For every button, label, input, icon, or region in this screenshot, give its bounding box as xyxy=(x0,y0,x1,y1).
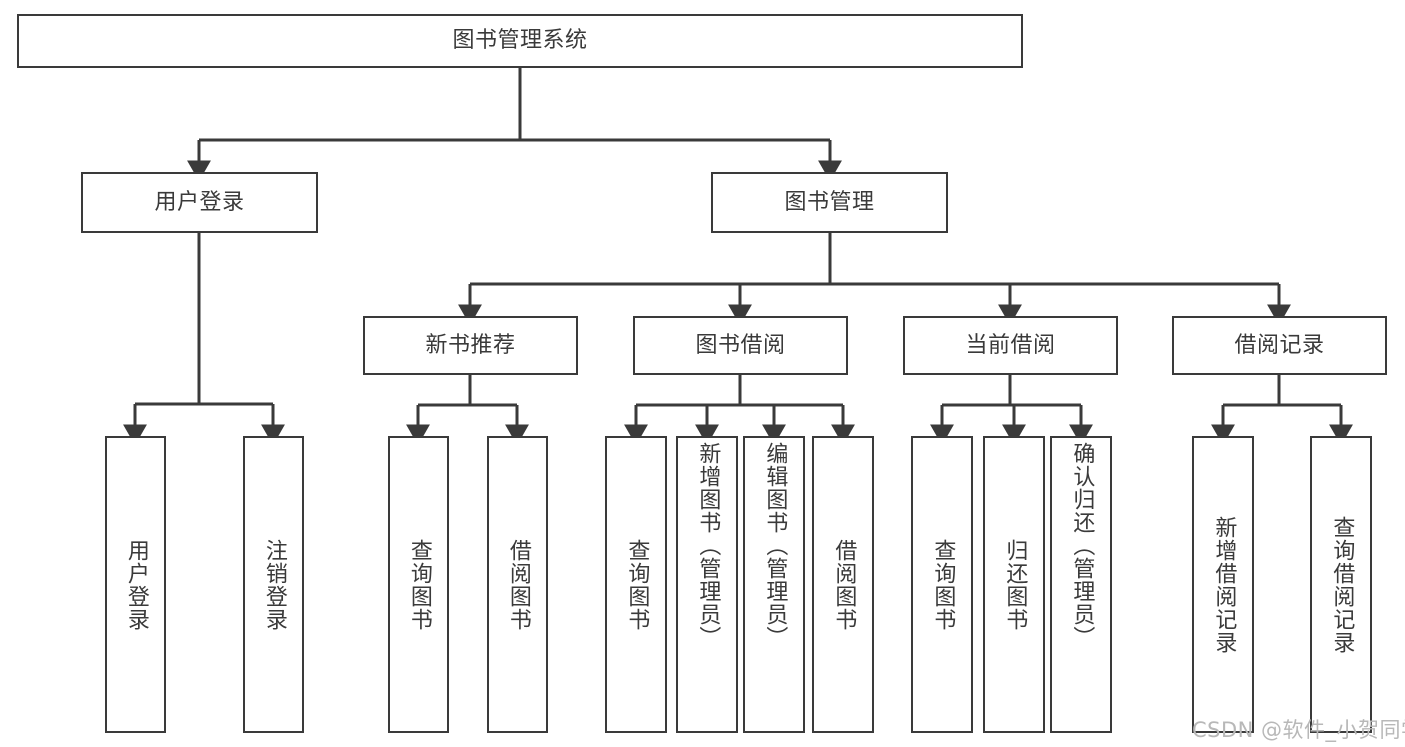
node-borrowing-records[interactable]: 借阅记录 xyxy=(1172,316,1387,375)
node-label: 查询图书 xyxy=(930,538,956,631)
node-leaf-user-logout[interactable]: 注销登录 xyxy=(243,436,304,733)
node-label: 图书管理系统 xyxy=(452,28,588,53)
node-label: 新增借阅记录 xyxy=(1211,515,1237,654)
node-book-borrowing[interactable]: 图书借阅 xyxy=(633,316,848,375)
node-leaf-return-book[interactable]: 归还图书 xyxy=(983,436,1045,733)
node-leaf-edit-book-admin[interactable]: 编辑图书（管理员） xyxy=(743,436,805,733)
node-label: 用户登录 xyxy=(154,189,245,215)
node-new-book-recommendation[interactable]: 新书推荐 xyxy=(363,316,578,375)
node-label: 用户登录 xyxy=(123,538,149,631)
node-root-book-management-system[interactable]: 图书管理系统 xyxy=(17,14,1023,68)
node-label: 确认归还（管理员） xyxy=(1069,442,1095,649)
node-label: 查询图书 xyxy=(406,538,432,631)
csdn-watermark: CSDN @软件_小贺同学 xyxy=(1192,718,1405,742)
node-label: 编辑图书（管理员） xyxy=(762,442,788,649)
node-label: 借阅记录 xyxy=(1234,332,1325,358)
node-current-borrowing[interactable]: 当前借阅 xyxy=(903,316,1118,375)
node-leaf-query-book-current[interactable]: 查询图书 xyxy=(911,436,973,733)
node-label: 查询借阅记录 xyxy=(1329,515,1355,654)
node-label: 新书推荐 xyxy=(425,332,516,358)
node-leaf-add-borrowing-record[interactable]: 新增借阅记录 xyxy=(1192,436,1254,733)
node-leaf-borrow-book-recommendation[interactable]: 借阅图书 xyxy=(487,436,548,733)
node-leaf-query-book-recommendation[interactable]: 查询图书 xyxy=(388,436,449,733)
node-leaf-borrow-book-borrowing[interactable]: 借阅图书 xyxy=(812,436,874,733)
node-leaf-user-login[interactable]: 用户登录 xyxy=(105,436,166,733)
node-book-management[interactable]: 图书管理 xyxy=(711,172,948,233)
node-label: 图书管理 xyxy=(784,189,875,215)
node-leaf-add-book-admin[interactable]: 新增图书（管理员） xyxy=(676,436,738,733)
node-label: 当前借阅 xyxy=(965,332,1056,358)
node-label: 新增图书（管理员） xyxy=(695,442,721,649)
node-label: 图书借阅 xyxy=(695,332,786,358)
node-leaf-query-book-borrowing[interactable]: 查询图书 xyxy=(605,436,667,733)
node-user-login[interactable]: 用户登录 xyxy=(81,172,318,233)
node-label: 注销登录 xyxy=(261,538,287,631)
node-label: 借阅图书 xyxy=(505,538,531,631)
node-label: 归还图书 xyxy=(1002,538,1028,631)
node-leaf-confirm-return-admin[interactable]: 确认归还（管理员） xyxy=(1050,436,1112,733)
node-label: 借阅图书 xyxy=(831,538,857,631)
node-label: 查询图书 xyxy=(624,538,650,631)
node-leaf-query-borrowing-record[interactable]: 查询借阅记录 xyxy=(1310,436,1372,733)
